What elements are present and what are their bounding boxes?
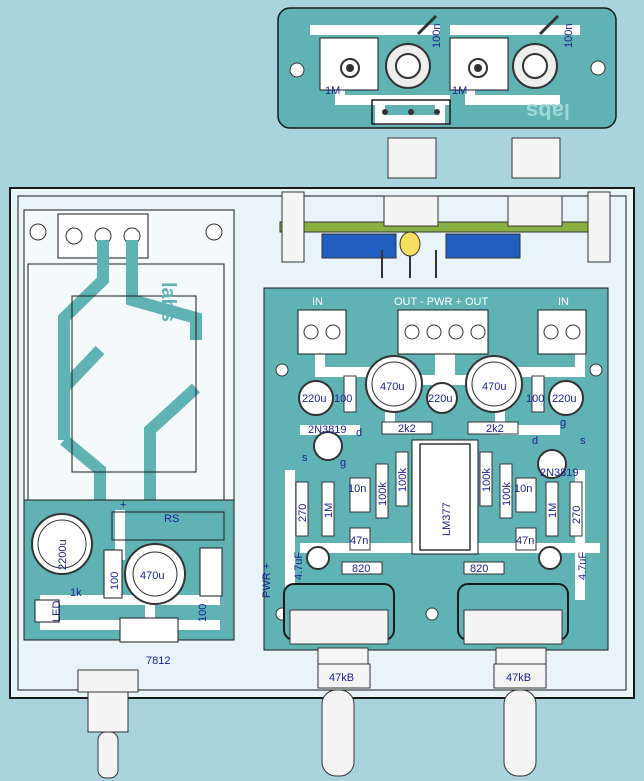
pin-g-right: g: [560, 417, 566, 429]
pin-s-right: s: [580, 435, 586, 447]
volume-knob-left[interactable]: [321, 689, 355, 777]
label-1m-amp-left: 1M: [323, 503, 335, 518]
input-board: 1M 100n 1M 100n labs: [277, 7, 617, 129]
pin-d-right: d: [532, 435, 538, 447]
input-jacks: [387, 137, 561, 179]
label-1m-right: 1M: [452, 85, 467, 97]
label-100-psu-a: 100: [109, 572, 121, 590]
label-220u-left: 220u: [302, 393, 326, 405]
label-7812: 7812: [146, 655, 170, 667]
label-47uf-right: 4.7uF: [577, 552, 589, 580]
label-in-left: IN: [312, 296, 323, 308]
label-out-pwr-out: OUT - PWR + OUT: [394, 296, 488, 308]
label-270-left: 270: [297, 504, 309, 522]
label-1m-amp-right: 1M: [547, 503, 559, 518]
label-220u-center: 220u: [428, 393, 452, 405]
label-2n3819-right: 2N3819: [540, 467, 579, 479]
label-100k2-left: 100k: [397, 468, 409, 492]
label-470u-psu: 470u: [140, 570, 164, 582]
label-100k-left: 100k: [377, 482, 389, 506]
power-supply-board: labs 2200u 470u RS + 100 100 LED 1k 7812: [23, 209, 235, 667]
label-1m-left: 1M: [325, 85, 340, 97]
label-led: LED: [51, 601, 63, 622]
front-rail: [279, 191, 611, 278]
label-47n-left: 47n: [350, 535, 368, 547]
label-pwr-side: PWR +: [261, 563, 273, 598]
label-2k2-left: 2k2: [398, 423, 416, 435]
label-47n-right: 47n: [516, 535, 534, 547]
label-820-left: 820: [352, 563, 370, 575]
label-rs: RS: [164, 513, 179, 525]
pin-g-left: g: [340, 457, 346, 469]
label-100-psu-b: 100: [197, 604, 209, 622]
label-100k-right: 100k: [481, 468, 493, 492]
label-100n-left: 100n: [431, 24, 443, 48]
pin-d-left: d: [356, 427, 362, 439]
label-100-amp-left: 100: [334, 393, 352, 405]
label-100k2-right: 100k: [501, 482, 513, 506]
label-47uf-left: 4.7uF: [293, 552, 305, 580]
label-plus-psu: +: [120, 499, 126, 511]
label-100-amp-right: 100: [526, 393, 544, 405]
label-lm377: LM377: [441, 502, 453, 536]
label-10n-left: 10n: [348, 483, 366, 495]
label-1k: 1k: [70, 587, 82, 599]
label-220u-right: 220u: [552, 393, 576, 405]
label-47kb-left: 47kB: [329, 672, 354, 684]
logo-power-board: labs: [157, 282, 179, 322]
label-470u-left: 470u: [380, 381, 404, 393]
label-470u-right: 470u: [482, 381, 506, 393]
logo-input-board: labs: [526, 99, 570, 124]
volume-knob-right[interactable]: [503, 689, 537, 777]
label-270-right: 270: [571, 506, 583, 524]
pin-s-left: s: [302, 452, 308, 464]
power-switch[interactable]: [77, 669, 139, 779]
label-820-right: 820: [470, 563, 488, 575]
label-10n-right: 10n: [514, 483, 532, 495]
label-100n-right: 100n: [563, 24, 575, 48]
label-in-right: IN: [558, 296, 569, 308]
label-2k2-right: 2k2: [486, 423, 504, 435]
potentiometers: 47kB 47kB: [283, 583, 569, 689]
label-47kb-right: 47kB: [506, 672, 531, 684]
label-2200u: 2200u: [57, 539, 69, 570]
label-2n3819-left: 2N3819: [308, 424, 347, 436]
